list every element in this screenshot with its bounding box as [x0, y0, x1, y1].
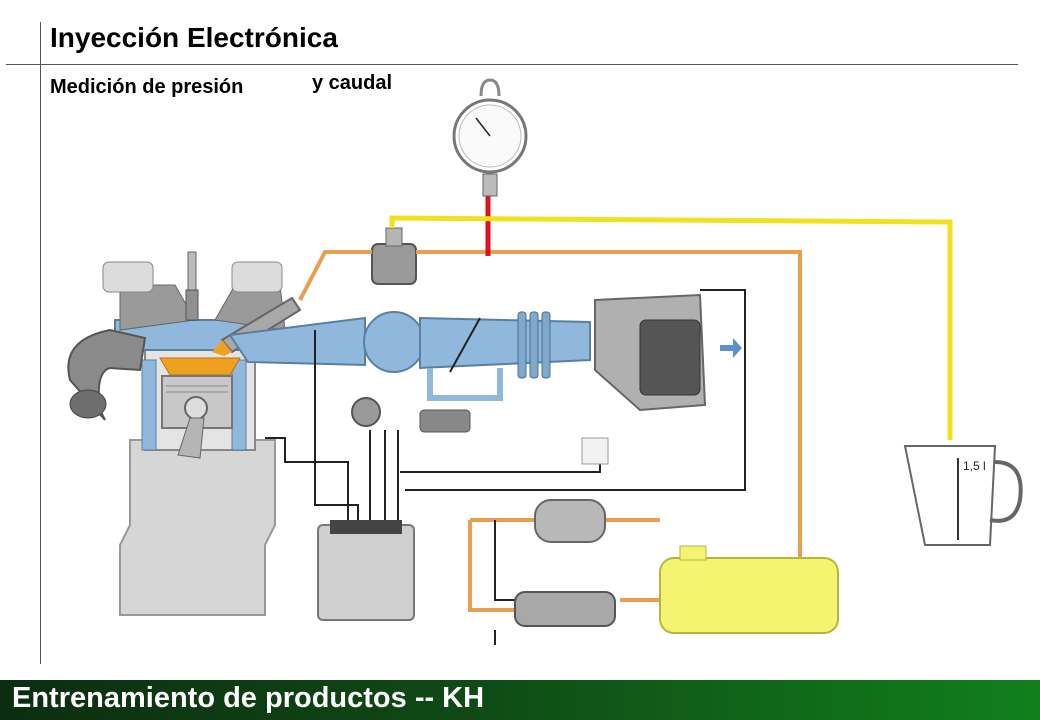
throttle-sensor — [351, 397, 609, 465]
fuel-return-line — [389, 215, 953, 440]
cylinder-head — [102, 261, 286, 351]
control-wiring — [265, 289, 746, 645]
air-flow-meter — [594, 293, 742, 412]
air-inlet-arrow-icon — [720, 338, 742, 358]
left-divider-line — [40, 22, 41, 664]
gauge-needle — [475, 117, 491, 137]
page-title: Inyección Electrónica — [50, 22, 338, 53]
intake-bellows — [517, 311, 551, 379]
footer-bar: Entrenamiento de productos -- KH — [0, 680, 1040, 720]
footer-text: Entrenamiento de productos -- KH — [12, 682, 485, 714]
fuel-injection-diagram: 1,5 l — [67, 78, 1023, 645]
piston — [159, 357, 241, 459]
pressure-gauge — [452, 78, 528, 197]
fuel-filter — [534, 499, 606, 543]
page-subtitle: Medición de presión — [50, 76, 244, 98]
pressure-regulator — [371, 227, 417, 285]
fuel-pump — [514, 591, 616, 627]
exhaust-manifold — [67, 328, 147, 421]
measuring-beaker: 1,5 l — [903, 445, 1023, 546]
ecu-control-unit — [317, 520, 415, 621]
spark-plug — [185, 251, 199, 321]
page-subtitle-continuation: y caudal — [312, 72, 393, 94]
fuel-tank — [659, 545, 839, 634]
beaker-volume-label: 1,5 l — [963, 459, 986, 473]
header-divider-line — [6, 64, 1018, 65]
